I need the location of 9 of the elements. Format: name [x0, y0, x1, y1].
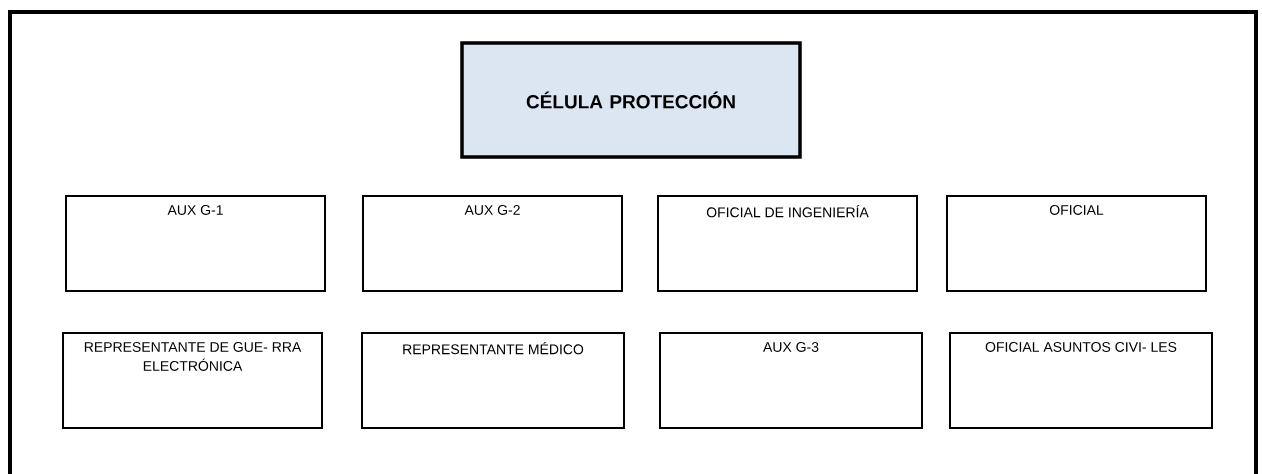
role-box: REPRESENTANTE MÉDICO	[361, 332, 625, 429]
role-box: AUX G-1	[65, 195, 326, 292]
role-box: AUX G-3	[659, 332, 923, 429]
role-box: AUX G-2	[362, 195, 623, 292]
title-box: CÉLULA PROTECCIÓN	[460, 41, 802, 159]
role-box: OFICIAL	[946, 195, 1207, 292]
role-box: OFICIAL DE INGENIERÍA	[657, 195, 918, 292]
role-box: OFICIAL ASUNTOS CIVI- LES	[949, 332, 1213, 429]
role-box: REPRESENTANTE DE GUE- RRA ELECTRÓNICA	[62, 332, 323, 429]
